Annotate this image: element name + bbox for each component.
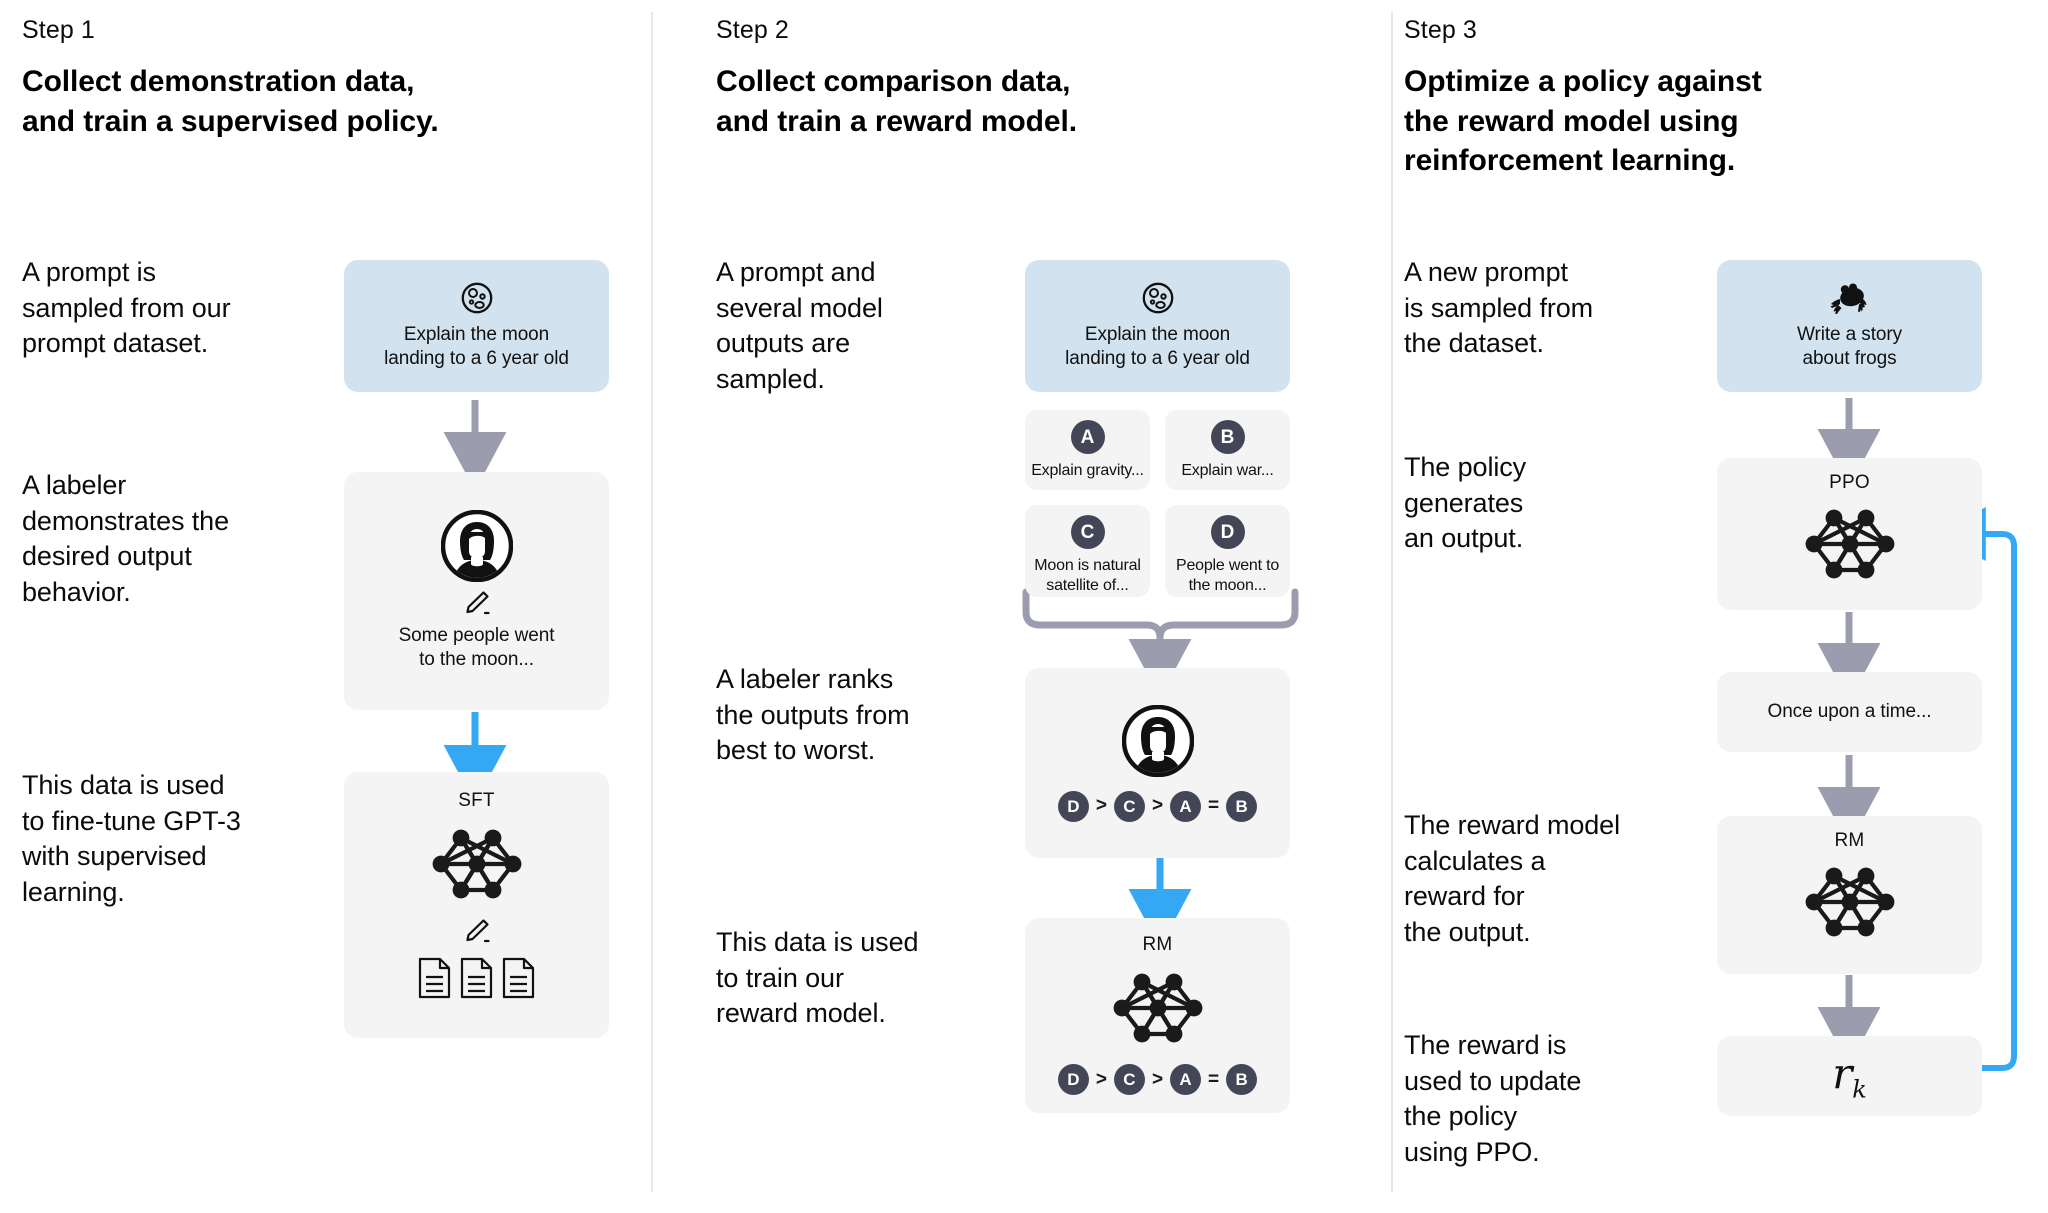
step-1-label: Step 1: [22, 16, 95, 44]
labeler-avatar-icon: [1121, 704, 1194, 777]
rm-rank-badge-2: C: [1113, 1064, 1145, 1095]
step-2-paragraph-1: A prompt and several model outputs are s…: [716, 257, 883, 394]
step-3-column: Step 3 Optimize a policy against the rew…: [1391, 0, 2048, 1213]
step-3-prompt-caption: Write a story about frogs: [1797, 323, 1902, 369]
rm-rank-operator-1: >: [1095, 1068, 1107, 1090]
step-3-rm-title: RM: [1834, 830, 1865, 851]
step-3-output-box: Once upon a time...: [1717, 672, 1982, 752]
option-text-d: People went to the moon...: [1175, 557, 1280, 594]
step-3-paragraph-4: The reward is used to update the policy …: [1404, 1030, 1582, 1167]
option-badge-d: D: [1210, 515, 1245, 549]
rm-rank-badge-4: B: [1226, 1064, 1258, 1095]
step-2-labeler-ranking: D > C > A = B: [1057, 790, 1258, 822]
rank-badge-3: A: [1170, 790, 1202, 822]
step-1-labeler-caption: Some people went to the moon...: [398, 624, 555, 670]
moon-icon: [460, 281, 494, 315]
step-1-column: Step 1 Collect demonstration data, and t…: [0, 0, 651, 1213]
step-3-paragraph-1: A new prompt is sampled from the dataset…: [1404, 257, 1594, 359]
column-divider-2: [1391, 12, 1393, 1192]
rank-badge-2: C: [1113, 790, 1145, 822]
option-badge-c: C: [1070, 515, 1105, 549]
step-1-sft-box: SFT: [344, 772, 609, 1038]
option-badge-b: B: [1210, 420, 1245, 454]
step-3-title: Optimize a policy against the reward mod…: [1404, 65, 1762, 178]
reward-symbol-base: r: [1832, 1048, 1853, 1098]
step-2-label: Step 2: [716, 16, 789, 44]
step-1-title: Collect demonstration data, and train a …: [22, 65, 439, 138]
reward-symbol-subscript: k: [1852, 1075, 1867, 1104]
documents-icon: [417, 956, 537, 1000]
step-2-paragraph-2: A labeler ranks the outputs from best to…: [716, 664, 910, 766]
step-1-labeler-box: Some people went to the moon...: [344, 472, 609, 710]
pencil-icon: [462, 590, 492, 616]
step-1-prompt-caption: Explain the moon landing to a 6 year old: [384, 323, 569, 369]
option-badge-a: A: [1070, 420, 1105, 454]
step-2-rm-title: RM: [1142, 934, 1173, 955]
step-3-ppo-title: PPO: [1829, 472, 1870, 493]
step-3-label: Step 3: [1404, 16, 1477, 44]
rank-badge-4: B: [1226, 790, 1258, 822]
rm-rank-operator-2: >: [1151, 1068, 1164, 1090]
step-3-paragraph-2: The policy generates an output.: [1404, 452, 1527, 554]
step-2-column: Step 2 Collect comparison data, and trai…: [651, 0, 1391, 1213]
column-divider-1: [651, 12, 653, 1192]
step-2-option-card-a[interactable]: A Explain gravity...: [1025, 410, 1150, 490]
option-text-b: Explain war...: [1181, 462, 1274, 479]
frog-icon: [1827, 281, 1873, 315]
rm-rank-badge-1: D: [1057, 1064, 1089, 1095]
step-3-reward-box: rk: [1717, 1036, 1982, 1116]
step-3-output-caption: Once upon a time...: [1767, 700, 1932, 722]
rm-rank-operator-3: =: [1208, 1068, 1220, 1090]
step-2-rm-ranking: D > C > A = B: [1057, 1064, 1258, 1095]
option-text-a: Explain gravity...: [1031, 462, 1144, 479]
step-1-sft-title: SFT: [458, 790, 495, 811]
step-2-prompt-box: Explain the moon landing to a 6 year old: [1025, 260, 1290, 392]
step-2-option-card-d[interactable]: D People went to the moon...: [1165, 505, 1290, 597]
moon-icon: [1141, 281, 1175, 315]
step-2-title: Collect comparison data, and train a rew…: [716, 65, 1077, 138]
step-1-prompt-box: Explain the moon landing to a 6 year old: [344, 260, 609, 392]
neural-network-icon: [1796, 858, 1904, 946]
rank-operator-1: >: [1095, 795, 1107, 816]
option-text-c: Moon is natural satellite of...: [1034, 557, 1141, 594]
step-3-ppo-box: PPO: [1717, 458, 1982, 610]
rank-operator-2: >: [1151, 795, 1164, 816]
reward-symbol: rk: [1832, 1049, 1867, 1103]
step-2-option-card-c[interactable]: C Moon is natural satellite of...: [1025, 505, 1150, 597]
step-2-prompt-caption: Explain the moon landing to a 6 year old: [1065, 323, 1250, 369]
step-1-paragraph-2: A labeler demonstrates the desired outpu…: [22, 470, 230, 607]
neural-network-icon: [1104, 964, 1212, 1052]
step-3-prompt-box: Write a story about frogs: [1717, 260, 1982, 392]
rank-badge-1: D: [1057, 790, 1089, 822]
rm-rank-badge-3: A: [1170, 1064, 1202, 1095]
neural-network-icon: [1796, 500, 1904, 588]
rank-operator-3: =: [1208, 795, 1220, 816]
step-1-paragraph-3: This data is used to fine-tune GPT-3 wit…: [22, 770, 241, 907]
step-2-labeler-box: D > C > A = B: [1025, 668, 1290, 858]
step-1-paragraph-1: A prompt is sampled from our prompt data…: [22, 257, 231, 359]
step-3-rm-box: RM: [1717, 816, 1982, 974]
pencil-icon: [462, 918, 492, 944]
neural-network-icon: [423, 820, 531, 908]
step-2-option-card-b[interactable]: B Explain war...: [1165, 410, 1290, 490]
step-3-paragraph-3: The reward model calculates a reward for…: [1404, 810, 1620, 947]
step-2-rm-box: RM: [1025, 918, 1290, 1113]
step-2-paragraph-3: This data is used to train our reward mo…: [716, 927, 919, 1029]
labeler-avatar-icon: [440, 509, 513, 582]
